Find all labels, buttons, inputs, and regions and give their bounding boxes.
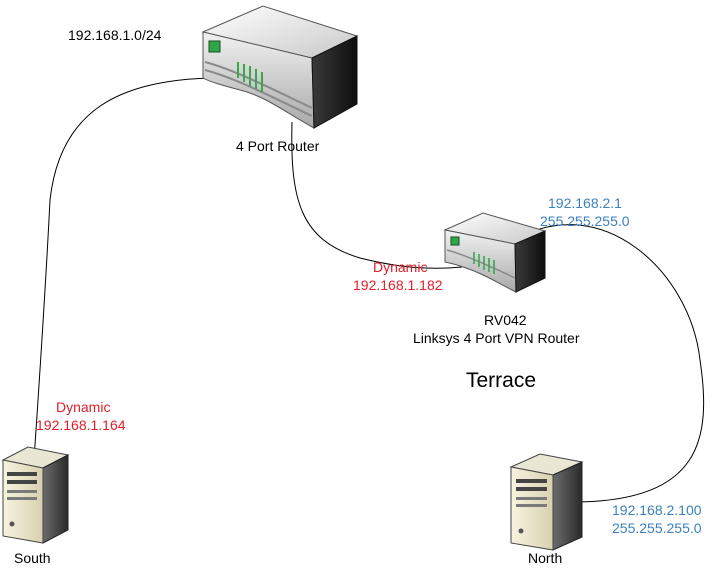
north-server-label: North: [528, 550, 563, 566]
north-server-icon: [509, 453, 584, 551]
network-label: 192.168.1.0/24: [68, 27, 162, 43]
vpn-router-wan-mode: Dynamic: [373, 259, 428, 275]
vpn-router-icon: [443, 212, 547, 293]
north-ip: 192.168.2.100: [612, 502, 702, 518]
main-router-label: 4 Port Router: [236, 138, 320, 154]
main-router-icon: [201, 5, 359, 129]
link-router-vpn: [291, 121, 463, 269]
link-vpn-north: [514, 224, 705, 503]
south-ip: 192.168.1.164: [36, 417, 126, 433]
south-server-icon: [1, 446, 70, 544]
vpn-router-wan-ip: 192.168.1.182: [353, 277, 443, 293]
vpn-router-name: RV042: [484, 312, 527, 328]
vpn-router-model: Linksys 4 Port VPN Router: [413, 330, 580, 346]
vpn-router-lan-ip: 192.168.2.1: [548, 195, 622, 211]
site-label: Terrace: [466, 369, 537, 392]
vpn-router-lan-mask: 255.255.255.0: [540, 213, 630, 229]
south-server-label: South: [14, 550, 51, 566]
link-router-south: [33, 77, 213, 461]
south-mode: Dynamic: [56, 399, 111, 415]
north-mask: 255.255.255.0: [612, 520, 702, 536]
